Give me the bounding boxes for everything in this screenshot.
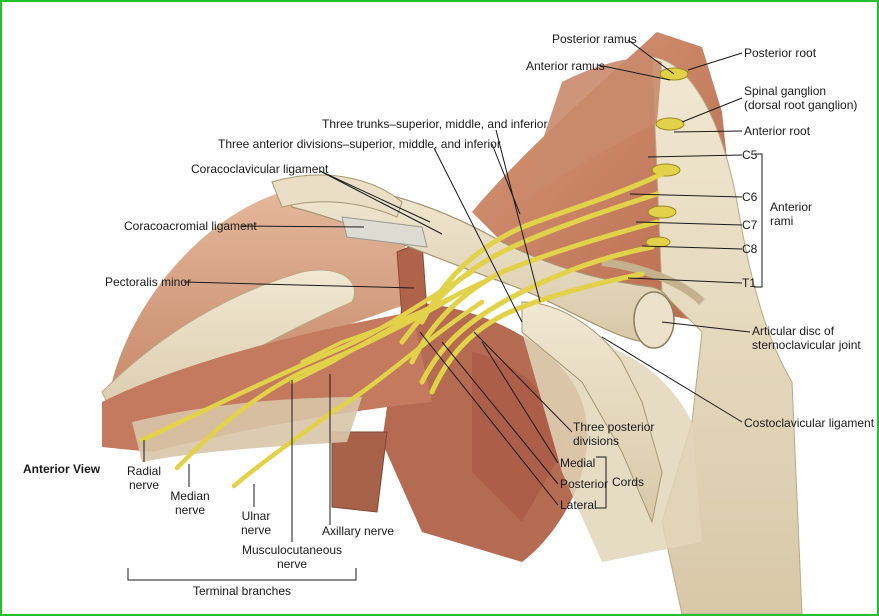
- label-terminal-branches: Terminal branches: [192, 584, 292, 598]
- label-musculocutaneous-nerve-sub: nerve: [276, 557, 308, 571]
- label-anterior-root: Anterior root: [744, 124, 811, 138]
- label-ulnar-nerve: Ulnar: [241, 509, 271, 523]
- label-three-posterior-divisions: Three posterior: [573, 420, 655, 434]
- label-articular-disc: Articular disc of: [752, 324, 835, 338]
- manubrium: [521, 301, 663, 524]
- label-radial-nerve: Radial: [126, 464, 162, 478]
- label-posterior: Posterior: [560, 477, 609, 491]
- label-cords: Cords: [612, 475, 645, 489]
- label-c7: C7: [742, 218, 758, 232]
- label-articular-disc-sub: sternoclavicular joint: [752, 338, 861, 352]
- label-c8: C8: [742, 242, 758, 256]
- label-c6: C6: [742, 190, 758, 204]
- acromion: [271, 174, 403, 218]
- view-title: Anterior View: [23, 462, 101, 476]
- label-three-trunks: Three trunks–superior, middle, and infer…: [322, 117, 548, 131]
- label-costoclavicular-ligament: Costoclavicular ligament: [744, 416, 875, 430]
- coracoclavicular-ligament-band: [341, 216, 428, 248]
- label-lateral: Lateral: [560, 498, 597, 512]
- label-spinal-ganglion-sub: (dorsal root ganglion): [744, 98, 858, 112]
- label-three-anterior-divisions: Three anterior divisions–superior, middl…: [218, 137, 501, 151]
- label-posterior-ramus: Posterior ramus: [552, 32, 637, 46]
- label-coracoacromial-ligament: Coracoacromial ligament: [124, 219, 257, 233]
- label-radial-nerve-sub: nerve: [128, 478, 160, 492]
- articular-disc: [633, 291, 675, 349]
- label-median-nerve: Median: [170, 489, 210, 503]
- plexus-nerves: [139, 171, 665, 489]
- label-pectoralis-minor: Pectoralis minor: [105, 275, 192, 289]
- label-anterior-rami-sub: rami: [770, 214, 794, 228]
- label-musculocutaneous-nerve: Musculocutaneous: [242, 543, 343, 557]
- label-axillary-nerve: Axillary nerve: [322, 524, 395, 538]
- label-ulnar-nerve-sub: nerve: [240, 523, 272, 537]
- label-anterior-rami: Anterior: [770, 200, 813, 214]
- label-medial: Medial: [560, 456, 596, 470]
- label-median-nerve-sub: nerve: [174, 503, 206, 517]
- label-three-posterior-divisions-sub: divisions: [573, 434, 620, 448]
- label-posterior-root: Posterior root: [744, 46, 817, 60]
- label-coracoclavicular-ligament: Coracoclavicular ligament: [191, 162, 329, 176]
- label-anterior-ramus: Anterior ramus: [526, 59, 605, 73]
- label-spinal-ganglion: Spinal ganglion: [744, 84, 827, 98]
- label-t1: T1: [742, 276, 757, 290]
- label-c5: C5: [742, 148, 758, 162]
- rib-cage: [522, 332, 702, 562]
